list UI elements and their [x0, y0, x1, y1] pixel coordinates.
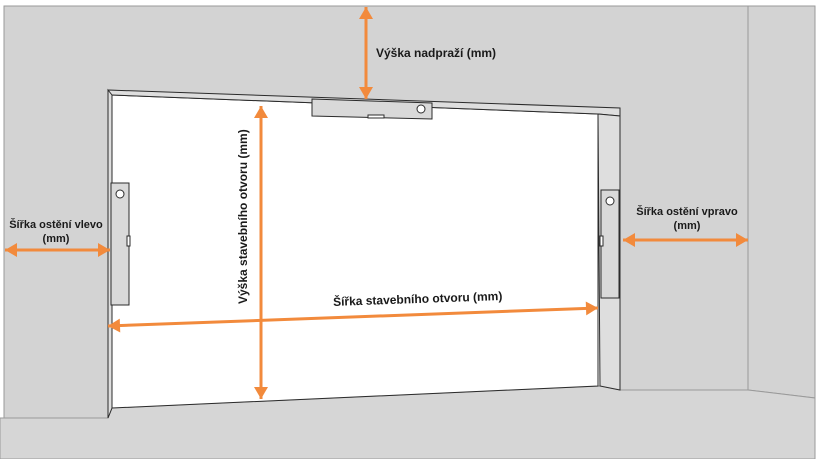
right-spirit-level	[599, 189, 620, 299]
left-reveal-width-label: Šířka ostění vlevo (mm)	[6, 218, 106, 246]
lintel-height-label: Výška nadpraží (mm)	[376, 46, 497, 60]
arrowhead	[359, 87, 373, 99]
dimension-arrows	[5, 7, 748, 399]
arrowhead	[359, 7, 373, 19]
right-side-wall	[747, 5, 816, 399]
right-reveal-width-label: Šířka ostění vpravo (mm)	[632, 205, 742, 233]
right-reveal-width-label-line1: Šířka ostění vpravo	[636, 206, 738, 218]
left-reveal-width-label-line1: Šířka ostění vlevo	[9, 219, 103, 231]
arrowhead	[736, 233, 748, 247]
screw-icon	[115, 189, 125, 199]
screw-icon	[416, 104, 426, 114]
arrowhead	[5, 243, 17, 257]
arrowhead	[108, 318, 121, 333]
arrowhead	[254, 387, 268, 399]
building-opening	[111, 94, 599, 409]
right-reveal-width-label-line2: (mm)	[673, 220, 701, 232]
opening-height-label: Výška stavebního otvoru (mm)	[236, 129, 250, 304]
arrowhead	[585, 301, 598, 316]
screw-icon	[605, 196, 615, 206]
opening-width-arrow	[107, 306, 599, 328]
left-reveal-width-label-line2: (mm)	[42, 233, 70, 245]
arrowhead	[623, 233, 635, 247]
left-jamb	[107, 88, 113, 419]
left-spirit-level	[110, 182, 131, 306]
arrowhead	[98, 243, 110, 257]
top-spirit-level	[311, 98, 433, 120]
arrowhead	[254, 106, 268, 118]
